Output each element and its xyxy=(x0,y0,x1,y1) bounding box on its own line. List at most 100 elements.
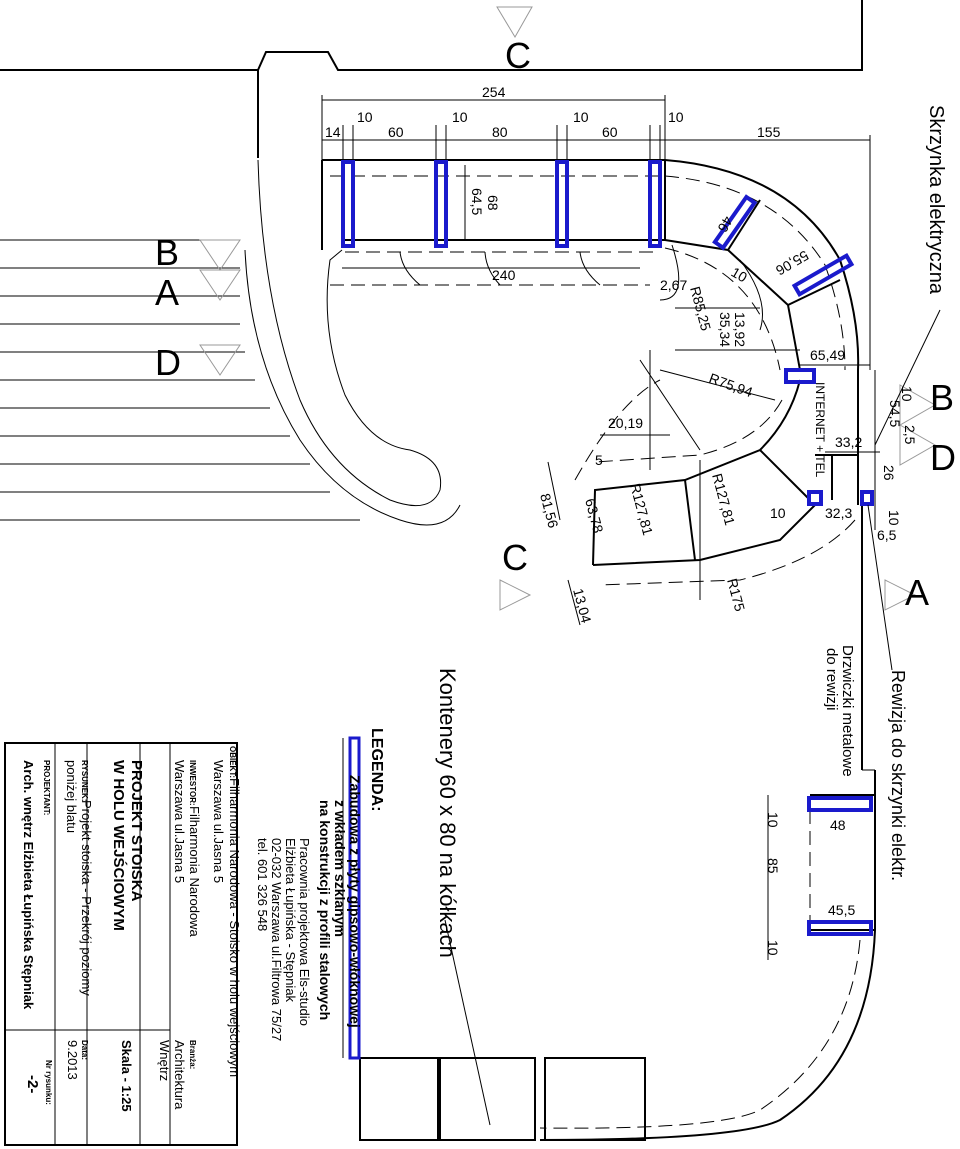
tb-data-value: 9.2013 xyxy=(65,1040,80,1080)
marker-d-right: D xyxy=(930,437,956,478)
dim-20-19: 20,19 xyxy=(608,415,643,431)
dim-32-3: 32,3 xyxy=(825,505,852,521)
dim-54-5: 54,5 xyxy=(887,400,903,427)
panel-4 xyxy=(648,160,662,248)
marker-c-bottom: C xyxy=(502,537,528,578)
counter-straight xyxy=(321,159,665,286)
marker-c-top: C xyxy=(505,35,531,76)
tb-branza-label: Branża: xyxy=(188,1040,197,1069)
room-walls xyxy=(0,0,863,158)
dim-240: 240 xyxy=(492,267,516,283)
tb-branza-2: Wnętrz xyxy=(157,1040,172,1081)
legend-line1: Zabudowa z płyty gipsowo-włóknowej xyxy=(347,775,363,1028)
counter-lower-curve xyxy=(547,350,859,600)
panel-5 xyxy=(712,194,758,251)
panel-9 xyxy=(860,490,874,506)
dim-26: 26 xyxy=(881,465,897,481)
dim-block-45-5: 45,5 xyxy=(828,902,855,918)
legend-title: LEGENDA: xyxy=(368,728,385,812)
dim-10-right-b: 10 xyxy=(886,510,902,526)
label-drzwiczki-1: Drzwiczki metalowe xyxy=(839,645,856,777)
dim-10a: 10 xyxy=(357,109,373,125)
dim-2-67: 2,67 xyxy=(660,277,687,293)
dim-r127-81a: R127,81 xyxy=(627,482,656,537)
dim-155: 155 xyxy=(757,124,781,140)
marker-a-left: A xyxy=(155,272,179,313)
dim-13-92: 13,92 xyxy=(732,312,748,347)
dim-68: 68 xyxy=(485,195,501,211)
panel-2 xyxy=(434,160,448,248)
panel-3 xyxy=(555,160,569,248)
panel-6 xyxy=(791,252,855,298)
tb-project-1: PROJEKT STOISKA xyxy=(128,760,145,902)
dim-block-10b: 10 xyxy=(765,940,781,956)
dim-13-04: 13,04 xyxy=(570,587,595,625)
containers xyxy=(359,919,646,1141)
marker-b-right: B xyxy=(930,377,954,418)
dim-10-right-a: 10 xyxy=(899,386,915,402)
tb-nr-value: -2- xyxy=(24,1075,41,1093)
tb-projektant-label: PROJEKTANT: xyxy=(42,760,51,815)
tb-studio-1: Pracownia projektowa Els-studio xyxy=(297,838,312,1026)
dim-r175: R175 xyxy=(724,577,748,614)
dim-55-06: 55,06 xyxy=(773,247,812,278)
legend xyxy=(342,736,361,1060)
dim-81-56: 81,56 xyxy=(537,492,562,530)
label-rewizja: Rewizja do skrzynki elektr. xyxy=(888,670,908,881)
dim-r85-25: R85,25 xyxy=(687,285,714,333)
dim-r75-94: R75,94 xyxy=(707,370,755,401)
label-skrzynka: Skrzynka elektryczna xyxy=(925,105,947,295)
tb-obiekt-label: OBIEKT: xyxy=(228,746,237,778)
tb-inwestor-value: Filharmonia Narodowa xyxy=(187,806,202,938)
tb-inwestor-label: INWESTOR: xyxy=(188,760,197,806)
dim-60a: 60 xyxy=(388,124,404,140)
dim-60b: 60 xyxy=(602,124,618,140)
tb-rysunek-label: RYSUNEK: xyxy=(80,760,89,801)
right-wall xyxy=(539,505,876,1141)
tb-obiekt-address: Warszawa ul.Jasna 5 xyxy=(211,760,226,883)
panel-7 xyxy=(784,368,816,384)
staircase xyxy=(0,159,461,526)
marker-b-left: B xyxy=(155,232,179,273)
panel-10 xyxy=(807,796,873,812)
dim-63-78: 63,78 xyxy=(582,497,607,535)
dim-65-49: 65,49 xyxy=(810,347,845,363)
legend-line3: na konstrukcji z profili stalowych xyxy=(317,800,333,1020)
dim-33-2: 33,2 xyxy=(835,434,862,450)
tb-studio-3: 02-032 Warszawa ul.Filtrowa 75/27 xyxy=(269,838,284,1041)
dim-10c: 10 xyxy=(573,109,589,125)
dim-block-85: 85 xyxy=(765,858,781,874)
section-triangles xyxy=(199,6,937,611)
tb-nr-label: Nr rysunku: xyxy=(44,1060,53,1105)
dim-10d: 10 xyxy=(668,109,684,125)
dim-block-48: 48 xyxy=(830,817,846,833)
legend-line2: z wkładem szklanym xyxy=(332,800,348,937)
label-drzwiczki-2: do rewizji xyxy=(823,648,840,711)
tb-studio-4: tel. 601 326 548 xyxy=(255,838,270,931)
dim-35-34: 35,34 xyxy=(717,312,733,347)
label-kontenery: Kontenery 60 x 80 na kółkach xyxy=(435,668,460,958)
dim-6-5: 6,5 xyxy=(877,527,897,543)
dim-14: 14 xyxy=(325,124,341,140)
dim-10-curve: 10 xyxy=(729,264,751,286)
tb-obiekt-value: Filharmonia Narodowa - Stoisko w holu we… xyxy=(227,778,242,1077)
dim-10b: 10 xyxy=(452,109,468,125)
counter-curve xyxy=(659,159,860,371)
dim-5: 5 xyxy=(595,452,603,468)
top-dimension-lines xyxy=(321,95,871,370)
tb-inwestor-address: Warszawa ul.Jasna 5 xyxy=(172,760,187,883)
tb-project-2: W HOLU WEJŚCIOWYM xyxy=(110,760,128,931)
dim-46: 46 xyxy=(715,214,737,236)
dim-80: 80 xyxy=(492,124,508,140)
tb-rysunek-1: Projekt stoiska - Przekrój poziomy xyxy=(79,800,94,996)
dim-2-5: 2,5 xyxy=(902,425,918,445)
marker-d-left: D xyxy=(155,342,181,383)
dim-64-5: 64,5 xyxy=(469,188,485,215)
tb-rysunek-2: poniżej blatu xyxy=(64,760,79,833)
title-block-frame xyxy=(4,742,238,1146)
blue-panels xyxy=(341,160,874,936)
dim-r127-81b: R127,81 xyxy=(709,472,738,527)
tb-studio-2: Elżbieta Łupińska - Stępniak xyxy=(283,838,298,1003)
tb-skala: Skala - 1:25 xyxy=(119,1040,134,1112)
dim-block-10a: 10 xyxy=(765,812,781,828)
